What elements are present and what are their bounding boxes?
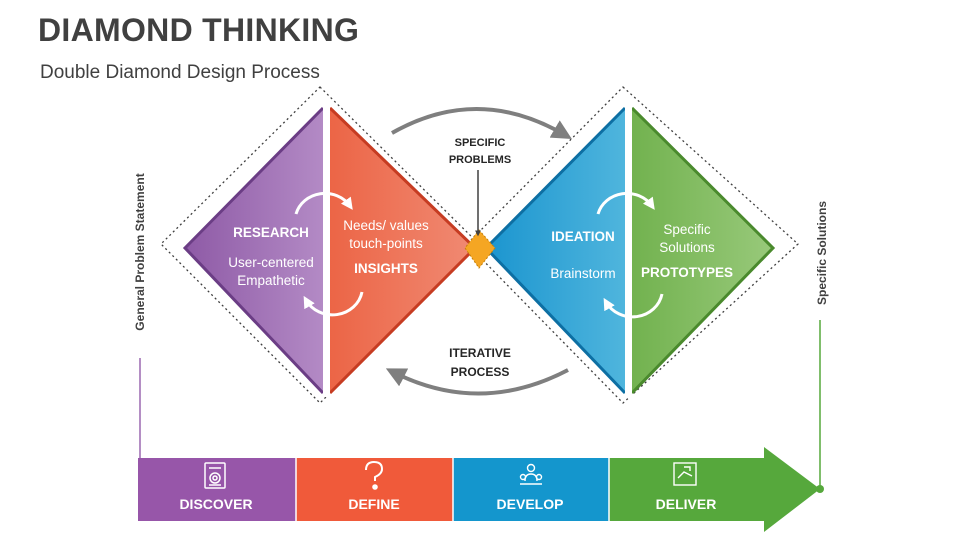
forward-arc-arrow [391, 107, 572, 140]
research-line1: User-centered [228, 255, 314, 270]
phase-deliver-label: DELIVER [656, 496, 717, 512]
phase-deliver-arrow [609, 447, 820, 532]
research-cycle-arrow-bottom [303, 291, 364, 317]
diamond2-divider [625, 104, 632, 397]
specific-solutions-label: Specific Solutions [815, 201, 829, 305]
ideation-triangle [486, 108, 625, 393]
phase-develop-label: DEVELOP [497, 496, 564, 512]
research-edge [182, 106, 325, 395]
ideation-cycle-arrow-top [596, 191, 655, 215]
prototypes-line1: Specific [663, 222, 711, 237]
insights-heading: INSIGHTS [354, 261, 418, 276]
team-icon [519, 463, 543, 485]
research-line2: Empathetic [237, 273, 305, 288]
page-subtitle: Double Diamond Design Process [40, 62, 320, 83]
phase-define-label: DEFINE [348, 496, 399, 512]
specific-problems-marker [464, 229, 496, 269]
delivery-icon [673, 462, 697, 486]
insights-line1: Needs/ values [343, 218, 429, 233]
phase-discover-label: DISCOVER [179, 496, 252, 512]
research-triangle [185, 108, 323, 393]
prototypes-heading: PROTOTYPES [641, 265, 733, 280]
phase-develop-block [453, 458, 609, 521]
specific-problems-line2: PROBLEMS [449, 154, 511, 166]
diamond2-outline [466, 86, 799, 404]
prototypes-line2: Solutions [659, 240, 715, 255]
research-cycle-arrow-top [294, 191, 353, 215]
ideation-heading: IDEATION [551, 229, 615, 244]
prototypes-edge [630, 106, 776, 395]
specific-problems-line1: SPECIFIC [455, 137, 506, 149]
research-heading: RESEARCH [233, 225, 309, 240]
insights-line2: touch-points [349, 236, 423, 251]
page-title: DIAMOND THINKING [38, 12, 360, 48]
iterative-process-line2: PROCESS [451, 365, 510, 379]
ideation-cycle-arrow-bottom [603, 293, 664, 319]
prototypes-triangle [632, 108, 773, 393]
brainstorm-text: Brainstorm [550, 266, 615, 281]
general-problem-label: General Problem Statement [133, 173, 147, 330]
document-search-icon [204, 462, 226, 489]
insights-triangle [330, 108, 475, 393]
iterative-arc-arrow [385, 368, 569, 396]
diamond1-divider [323, 104, 330, 397]
question-icon [365, 460, 384, 490]
iterative-process-line1: ITERATIVE [449, 346, 511, 360]
